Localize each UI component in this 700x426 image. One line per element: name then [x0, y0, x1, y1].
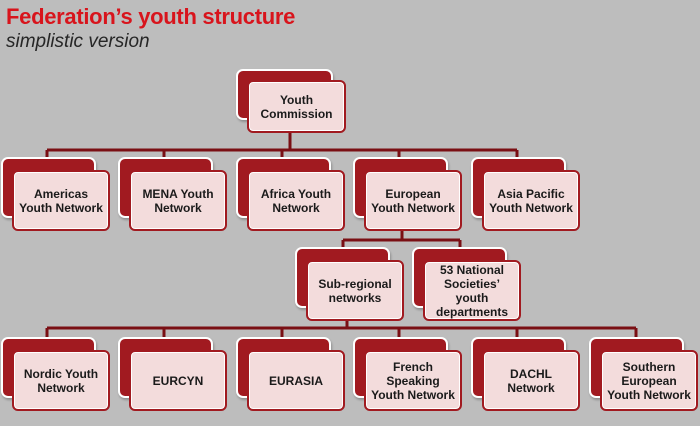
node-mena-youth-network: MENA Youth Network: [118, 157, 228, 233]
node-label: Southern European Youth Network: [607, 359, 691, 402]
node-eurasia: EURASIA: [236, 337, 346, 413]
node-french-speaking-youth-network: French Speaking Youth Network: [353, 337, 463, 413]
node-asia-pacific-youth-network: Asia Pacific Youth Network: [471, 157, 581, 233]
node-americas-youth-network: Americas Youth Network: [1, 157, 111, 233]
node-label: EURASIA: [268, 373, 323, 388]
node-label: Nordic Youth Network: [23, 366, 99, 395]
node-africa-youth-network: Africa Youth Network: [236, 157, 346, 233]
node-eurcyn: EURCYN: [118, 337, 228, 413]
node-label: MENA Youth Network: [142, 186, 214, 215]
diagram-title: Federation’s youth structure: [6, 4, 296, 29]
node-label: DACHL Network: [507, 366, 555, 395]
node-label: French Speaking Youth Network: [371, 359, 455, 402]
node-sub-regional-networks: Sub-regional networks: [295, 247, 405, 323]
node-label: Asia Pacific Youth Network: [489, 186, 573, 215]
node-youth-commission: Youth Commission: [236, 69, 348, 135]
node-national-societies-youth-departments: 53 National Societies’ youth departments: [412, 247, 522, 323]
node-dachl-network: DACHL Network: [471, 337, 581, 413]
node-label: Africa Youth Network: [260, 186, 332, 215]
node-label: European Youth Network: [371, 186, 455, 215]
node-label: Sub-regional networks: [318, 276, 392, 305]
diagram-subtitle: simplistic version: [6, 31, 150, 52]
node-label: 53 National Societies’ youth departments: [435, 262, 509, 319]
node-label: Americas Youth Network: [19, 186, 103, 215]
node-european-youth-network: European Youth Network: [353, 157, 463, 233]
node-label: EURCYN: [152, 373, 204, 388]
node-nordic-youth-network: Nordic Youth Network: [1, 337, 111, 413]
node-label: Youth Commission: [260, 92, 333, 121]
node-southern-european-youth-network: Southern European Youth Network: [589, 337, 699, 413]
